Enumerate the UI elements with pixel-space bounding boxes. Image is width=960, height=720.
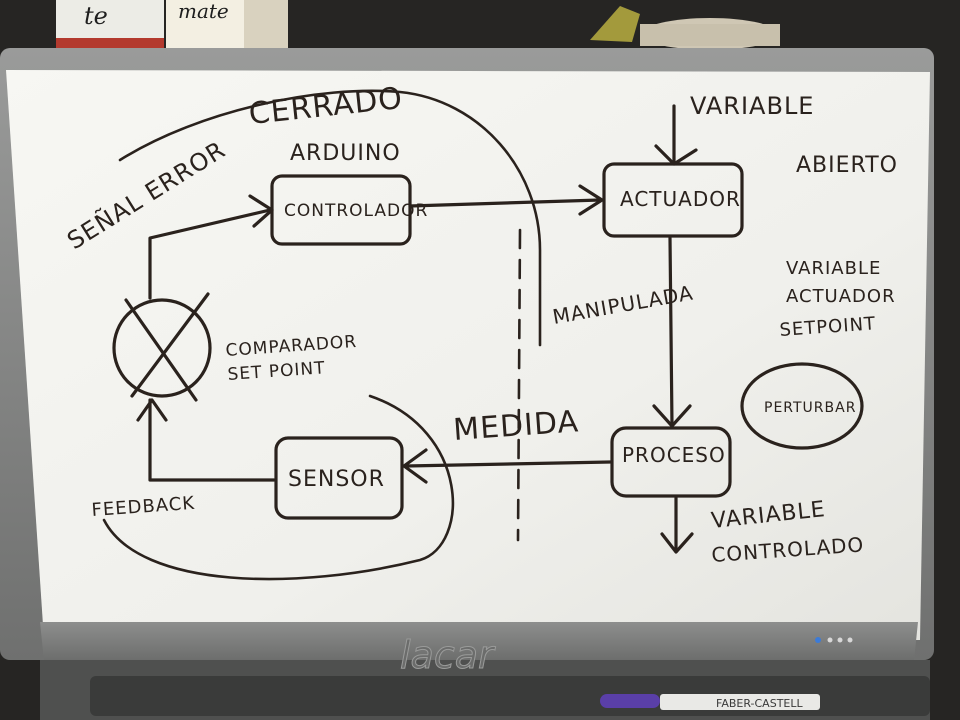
box-te: te	[56, 0, 164, 56]
label-controlador: CONTROLADOR	[284, 201, 428, 221]
box-te-label: te	[84, 2, 108, 30]
proceso-box	[610, 426, 732, 498]
whiteboard-brand: lacar	[400, 633, 496, 677]
arrow-proceso-sensor	[404, 460, 612, 468]
arrow-comparador-controlador	[148, 208, 272, 300]
label-sensor: SENSOR	[288, 467, 385, 492]
arrow-actuador-proceso	[668, 236, 674, 428]
perturbar-ellipse	[740, 362, 864, 450]
comparador-circle	[112, 298, 212, 398]
yellow-bag	[590, 6, 640, 42]
label-right-variable: VARIABLE	[786, 258, 881, 279]
indicator-light	[815, 637, 821, 643]
label-variable-top: VARIABLE	[690, 92, 814, 120]
arrow-sensor-comparador	[148, 398, 276, 482]
box-mate: mate	[166, 0, 288, 52]
arrow-controlador-actuador	[408, 198, 602, 208]
marker-pen: FABER-CASTELL	[600, 694, 820, 710]
comparador-x	[124, 292, 210, 402]
open-closed-divider	[516, 228, 522, 542]
label-arduino: ARDUINO	[290, 141, 401, 166]
label-perturbar: PERTURBAR	[764, 400, 856, 416]
box-mate-label: mate	[178, 0, 229, 23]
closed-loop-arc	[118, 89, 542, 347]
label-actuador: ACTUADOR	[620, 187, 741, 211]
feedback-arc	[102, 394, 455, 581]
label-abierto: ABIERTO	[796, 153, 898, 178]
label-proceso: PROCESO	[622, 443, 726, 467]
sensor-box	[274, 436, 404, 520]
svg-text:FABER-CASTELL: FABER-CASTELL	[716, 697, 803, 710]
label-right-actuador: ACTUADOR	[786, 286, 896, 307]
